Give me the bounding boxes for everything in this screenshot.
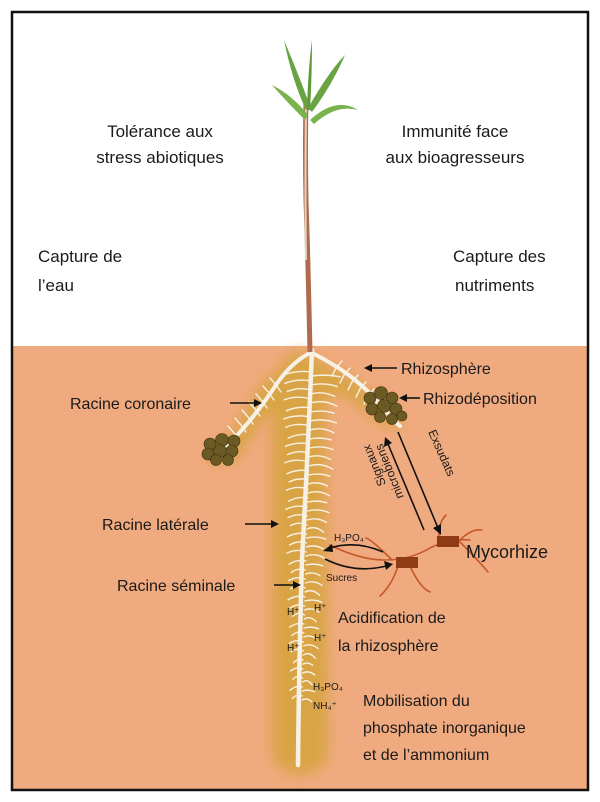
rhizodeposition-label: Rhizodéposition — [423, 391, 537, 408]
spore-right — [437, 536, 459, 547]
mobilisation-label-line2: phosphate inorganique — [363, 720, 526, 737]
lateral-root-label: Racine latérale — [102, 517, 209, 534]
water-capture-label-line1: Capture de — [38, 247, 122, 266]
h-plus-2: H⁺ — [314, 603, 327, 614]
tolerance-label-line1: Tolérance aux — [107, 122, 213, 141]
crown-root-label: Racine coronaire — [70, 396, 191, 413]
stem-highlight — [306, 100, 307, 260]
sky-area — [12, 12, 588, 346]
spore-left — [396, 557, 418, 568]
tolerance-label-line2: stress abiotiques — [96, 148, 224, 167]
mobilisation-label-line1: Mobilisation du — [363, 693, 470, 710]
h3po4-label-lower: H₃PO₄ — [313, 682, 343, 693]
nutrient-capture-label-line2: nutriments — [455, 276, 534, 295]
acidification-label-line2: la rhizosphère — [338, 638, 439, 655]
mycorrhiza-label: Mycorhize — [466, 542, 548, 562]
sugars-label: Sucres — [326, 573, 357, 584]
water-capture-label-line2: l’eau — [38, 276, 74, 295]
rhizosphere-label: Rhizosphère — [401, 361, 491, 378]
h-plus-3: H⁺ — [287, 643, 300, 654]
immunity-label-line1: Immunité face — [402, 122, 509, 141]
immunity-label-line2: aux bioagresseurs — [386, 148, 525, 167]
h-plus-1: H⁺ — [287, 607, 300, 618]
h-plus-4: H⁺ — [314, 633, 327, 644]
h3po4-label-upper: H₃PO₄ — [334, 533, 364, 544]
nutrient-capture-label-line1: Capture des — [453, 247, 546, 266]
nh4-label: NH₄⁺ — [313, 701, 337, 712]
seminal-root-label: Racine séminale — [117, 578, 235, 595]
mobilisation-label-line3: et de l’ammonium — [363, 747, 489, 764]
acidification-label-line1: Acidification de — [338, 610, 446, 627]
